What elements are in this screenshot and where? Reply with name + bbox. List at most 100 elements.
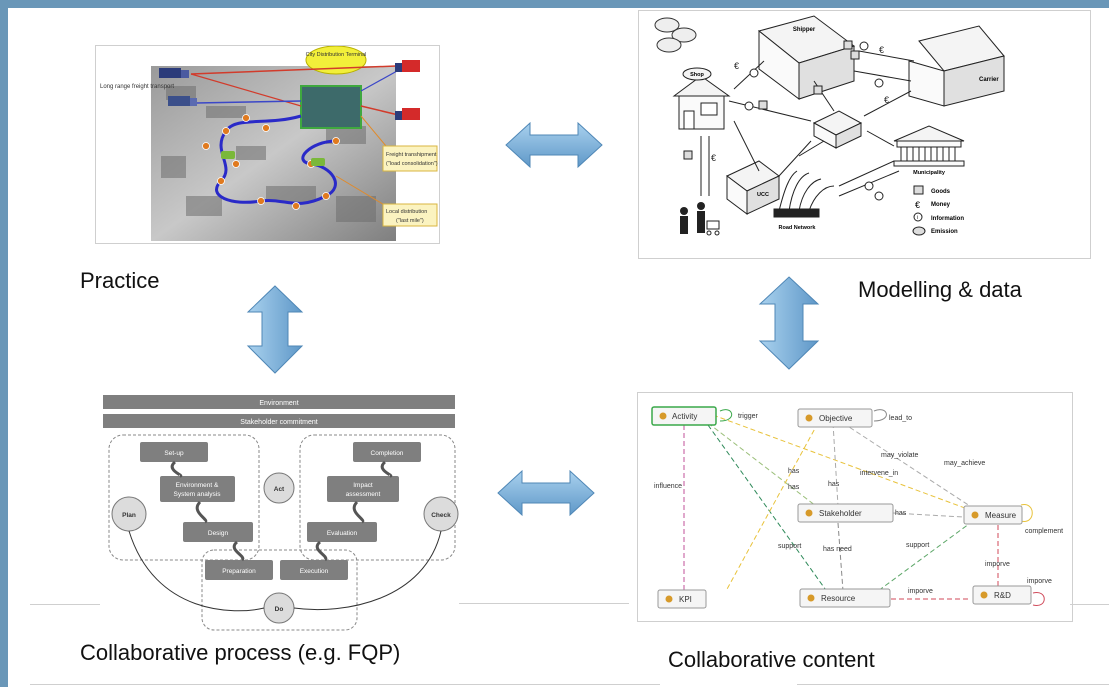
- env-analysis-box: [160, 476, 235, 502]
- modelling-caption: Modelling & data: [858, 277, 1022, 302]
- node-activity: Activity: [651, 406, 717, 426]
- execution-box: [280, 560, 348, 580]
- legend-goods: Goods: [931, 189, 951, 195]
- carrier-building: [908, 25, 1005, 107]
- ucc-label: UCC: [757, 192, 769, 198]
- shop-label: Shop: [690, 72, 704, 78]
- double-arrow-top: [505, 121, 603, 169]
- loop-complement: [1020, 504, 1033, 522]
- municipality-building: [893, 125, 965, 167]
- edge-support-a: [707, 424, 829, 594]
- double-arrow-left: [246, 285, 304, 374]
- truck-icon: [168, 96, 197, 106]
- local-distribution-callout: [382, 203, 438, 227]
- label-intervene-in: intervene_in: [860, 470, 898, 477]
- edge-may-achieve: [842, 422, 974, 509]
- completion-box: [353, 442, 421, 462]
- label-has-c: has: [828, 481, 840, 488]
- model-sketch: Shipper Carrier Shop UCC: [654, 15, 1005, 236]
- do-label: Do: [275, 606, 284, 613]
- double-arrow-bottom: [497, 469, 595, 517]
- information-icon: [913, 212, 923, 222]
- node-kpi: KPI: [657, 589, 707, 609]
- shop-building: [672, 75, 731, 130]
- act-label: Act: [274, 486, 285, 493]
- completion-label: Completion: [371, 450, 404, 457]
- edge-support-b: [877, 520, 974, 592]
- road-network-icon: [773, 170, 835, 218]
- content-caption: Collaborative content: [668, 647, 875, 672]
- information-icon-glyph: i: [917, 215, 918, 221]
- model-sketch-panel: Shipper Carrier Shop UCC: [638, 10, 1091, 259]
- preparation-label: Preparation: [222, 568, 256, 575]
- separator: [797, 684, 1109, 685]
- label-imporve-c: imporve: [908, 588, 933, 595]
- shipper-building: [757, 15, 856, 100]
- separator: [459, 603, 629, 604]
- emission-icon: [654, 17, 697, 53]
- route-blue: [195, 100, 302, 104]
- legend-emission: Emission: [931, 229, 958, 235]
- env-analysis-label-1: Environment &: [176, 482, 219, 489]
- label-imporve-a: imporve: [985, 561, 1010, 568]
- do-check-arc: [293, 530, 442, 611]
- transhipment-label-2: ("load consolidation"): [386, 161, 438, 167]
- long-range-label: Long range freight transport: [100, 84, 174, 90]
- node-objective: Objective: [797, 408, 873, 428]
- shop-sign: [682, 67, 712, 81]
- environment-label: Environment: [259, 400, 298, 407]
- legend-information: Information: [931, 216, 964, 222]
- design-label: Design: [208, 530, 229, 537]
- edge-has-need: [837, 522, 844, 592]
- money-icon: €: [734, 61, 739, 71]
- double-arrow-right: [758, 276, 820, 370]
- svg-text:Objective: Objective: [819, 414, 853, 423]
- iteration-loops: [170, 460, 393, 562]
- money-icon: €: [915, 200, 920, 210]
- money-icon: €: [879, 45, 884, 55]
- terminal-box: [300, 85, 362, 129]
- svg-text:Measure: Measure: [985, 511, 1017, 520]
- legend-money: Money: [931, 202, 951, 208]
- svg-text:Stakeholder: Stakeholder: [819, 509, 862, 518]
- money-icon: €: [884, 95, 889, 105]
- ucc-building: [726, 160, 780, 215]
- environment-bar: [103, 395, 455, 409]
- plan-group: [108, 434, 260, 561]
- act-circle: [263, 472, 295, 504]
- cart-icon: [706, 220, 720, 236]
- design-box: [183, 522, 253, 542]
- local-label-2: ("last mile"): [396, 218, 424, 224]
- separator: [30, 684, 660, 685]
- svg-text:Activity: Activity: [672, 412, 697, 421]
- label-lead-to: lead_to: [889, 415, 912, 422]
- label-may-violate: may_violate: [881, 452, 918, 459]
- node-measure: Measure: [963, 505, 1023, 525]
- terminal-ellipse: [305, 45, 367, 75]
- edge-intervene: [712, 414, 974, 512]
- svg-text:KPI: KPI: [679, 595, 692, 604]
- evaluation-box: [307, 522, 377, 542]
- shopper-icon: [680, 202, 705, 234]
- transhipment-callout: [382, 145, 438, 172]
- env-analysis-label-2: System analysis: [174, 491, 222, 498]
- label-imporve-b: imporve: [1027, 578, 1052, 585]
- van-icon: [311, 158, 325, 166]
- stakeholder-bar: [103, 414, 455, 428]
- check-group: [299, 434, 456, 561]
- node-stakeholder: Stakeholder: [797, 503, 894, 523]
- practice-caption: Practice: [80, 268, 160, 293]
- goods-icons: [683, 40, 860, 160]
- van-icon: [221, 151, 235, 159]
- truck-icon: [395, 108, 420, 120]
- setup-label: Set-up: [164, 450, 184, 457]
- transhipment-label-1: Freight transhipment: [386, 152, 437, 158]
- carrier-label: Carrier: [979, 77, 999, 83]
- road-network-label: Road Network: [779, 225, 817, 231]
- loop-trigger: [719, 409, 733, 422]
- label-may-achieve: may_achieve: [944, 460, 985, 467]
- setup-box: [140, 442, 208, 462]
- process-diagram: Environment Stakeholder commitment Set-u…: [103, 395, 459, 631]
